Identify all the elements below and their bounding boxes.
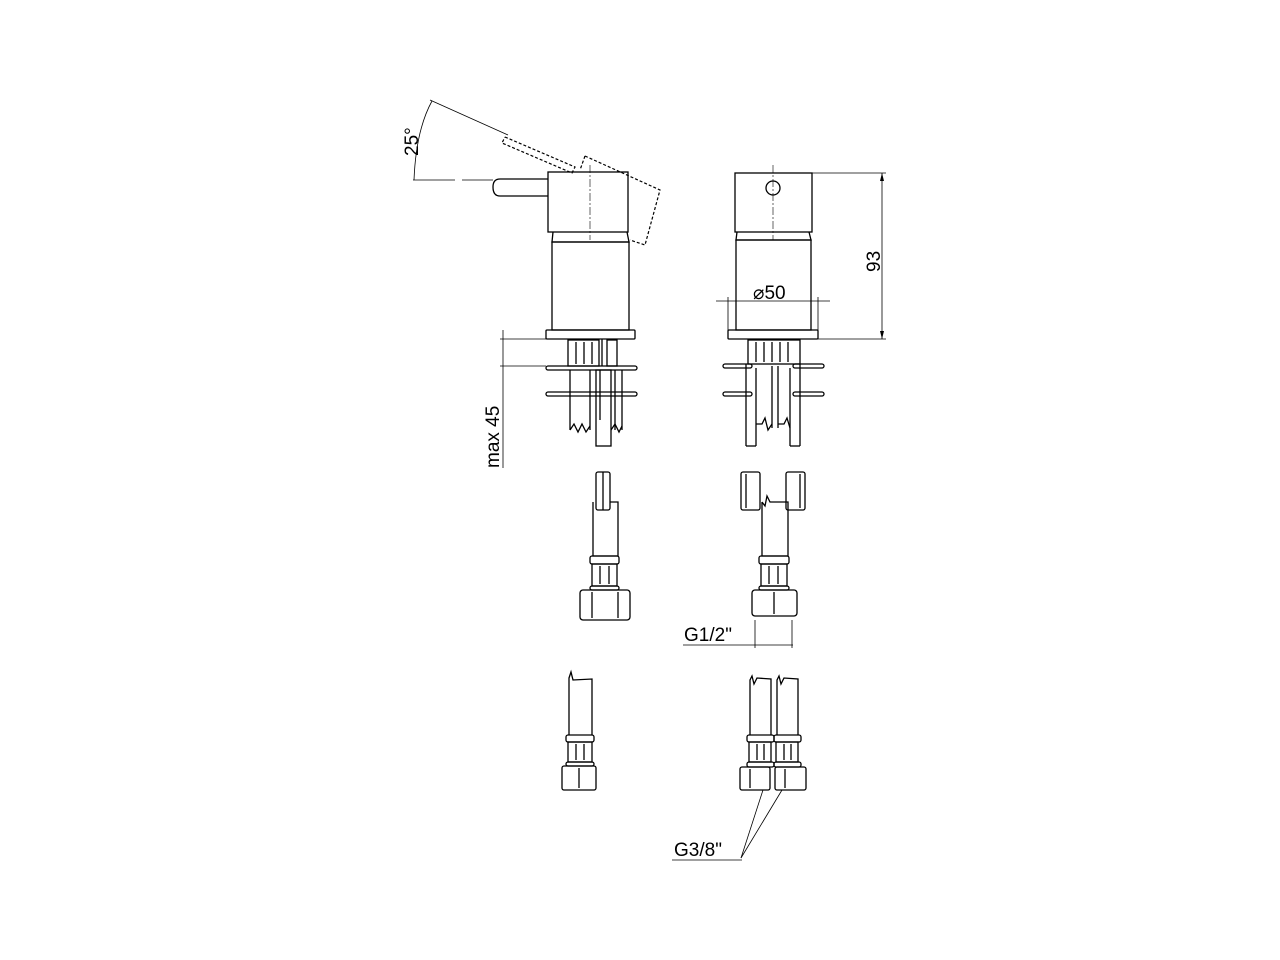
side-view-mixer: 25° max 45	[402, 99, 661, 468]
fixing-nuts	[747, 339, 801, 365]
hose-thread-dimension: G3/8"	[672, 789, 783, 861]
body	[551, 241, 630, 331]
diameter-label: ⌀50	[753, 283, 786, 304]
front-view-mixer: 93 ⌀50	[716, 165, 886, 447]
max-thickness-dimension: max 45	[483, 330, 546, 468]
hose-single-g12	[579, 471, 631, 621]
handle-head	[547, 171, 629, 233]
hose-end-single	[561, 669, 597, 791]
lever	[492, 178, 548, 197]
hose-end-double	[739, 674, 807, 791]
angle-label: 25°	[402, 127, 423, 156]
fixing-nuts	[567, 339, 618, 367]
diameter-dimension: ⌀50	[716, 283, 830, 330]
inlet-thread-label: G1/2"	[684, 625, 732, 646]
height-label: 93	[864, 251, 885, 272]
raised-handle-outline	[501, 136, 661, 246]
washer-plate	[545, 365, 638, 371]
washer-plate	[545, 391, 638, 397]
angle-dimension: 25°	[402, 99, 509, 181]
supply-pipes	[745, 364, 801, 447]
hose-thread-label: G3/8"	[674, 840, 722, 861]
base-plate	[545, 329, 636, 340]
max-thickness-label: max 45	[483, 406, 504, 468]
handle-head	[734, 172, 813, 233]
inlet-thread-dimension: G1/2"	[683, 620, 793, 648]
hose-double-g12	[740, 471, 806, 617]
base-plate	[727, 329, 819, 340]
supply-pipes	[569, 369, 623, 447]
height-dimension: 93	[812, 172, 886, 340]
